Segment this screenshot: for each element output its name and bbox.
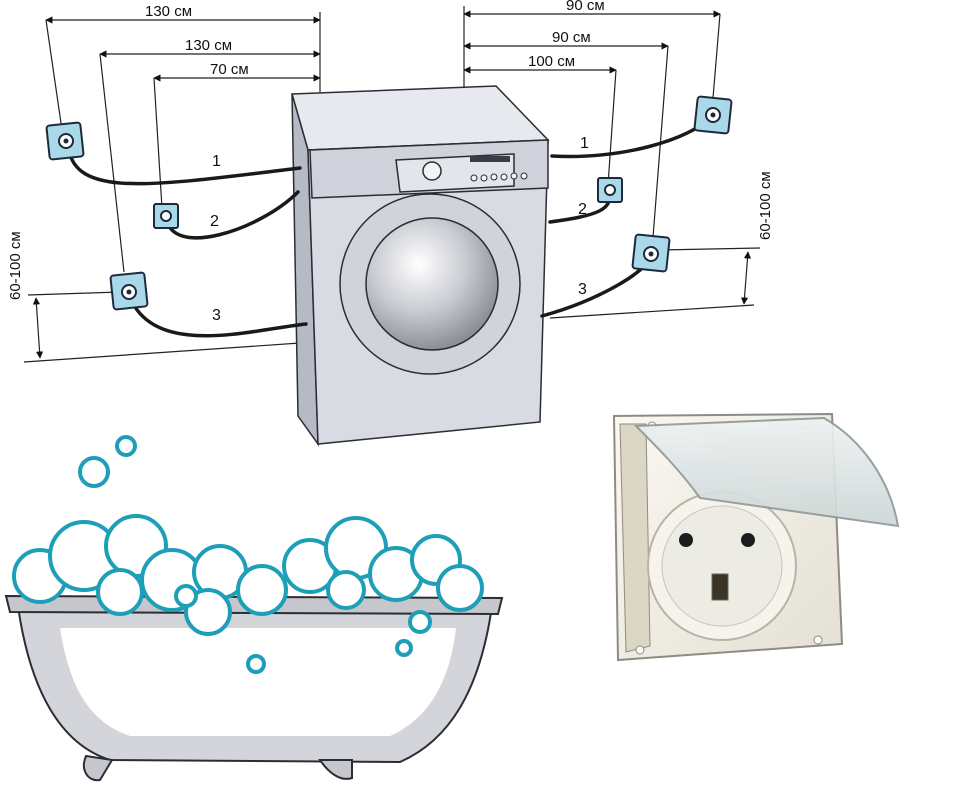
- right-dimension-lines: [463, 6, 761, 319]
- right-width-2-label: 90 см: [552, 29, 591, 46]
- left-height-label: 60-100 см: [7, 231, 24, 300]
- left-dimension-lines: [23, 12, 321, 363]
- left-width-3-label: 70 см: [210, 61, 249, 78]
- right-cable-1-number: 1: [580, 135, 589, 152]
- left-width-1-label: 130 см: [145, 3, 192, 20]
- right-socket-3: [631, 233, 671, 273]
- right-socket-1: [693, 95, 733, 135]
- left-socket-3: [109, 271, 149, 311]
- left-cable-1-number: 1: [212, 153, 221, 170]
- left-socket-1: [45, 121, 85, 161]
- waterproof-outlet: [612, 412, 900, 662]
- right-socket-2: [597, 177, 623, 203]
- right-width-3-label: 100 см: [528, 53, 575, 70]
- right-cable-2-number: 2: [578, 201, 587, 218]
- right-height-label: 60-100 см: [757, 171, 774, 240]
- right-cable-3-number: 3: [578, 281, 587, 298]
- left-width-2-label: 130 см: [185, 37, 232, 54]
- right-width-1-label: 90 см: [566, 0, 605, 14]
- bathtub: [4, 594, 504, 782]
- left-cable-2-number: 2: [210, 213, 219, 230]
- foam-bubbles: [12, 435, 484, 674]
- washing-machine: [291, 85, 550, 447]
- left-socket-2: [153, 203, 179, 229]
- left-cable-3-number: 3: [212, 307, 221, 324]
